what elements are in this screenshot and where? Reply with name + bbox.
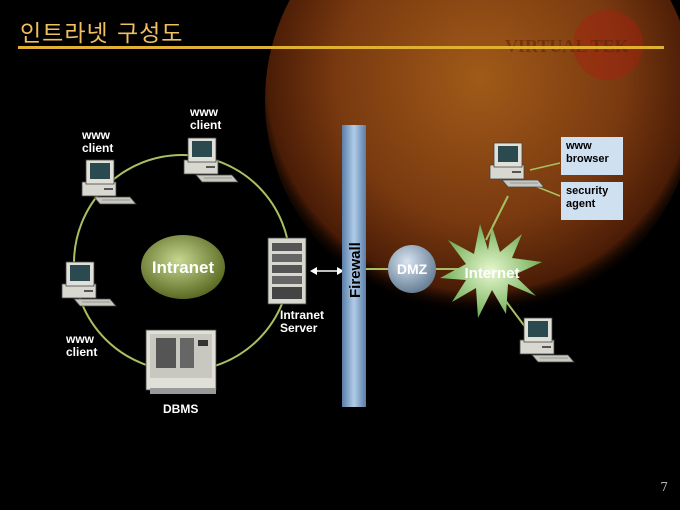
page-number: 7 [660,480,668,494]
internet-label: Internet [464,265,519,282]
arrow-left-icon [310,267,317,275]
arrow-right-icon [337,267,344,275]
intranet-node [141,235,225,299]
client-mid-pc-icon [61,261,117,307]
dbms-label: DBMS [163,402,199,416]
sun-background [265,0,680,315]
page-title: 인트라넷 구성도 [20,21,184,47]
client-left-pc-icon [81,159,137,205]
dmz-label: DMZ [397,261,428,277]
intranet-server-icon [267,237,307,305]
internet-burst-icon [440,224,542,318]
dmz-node [388,245,436,293]
firewall-bar [342,125,366,407]
intranet-label: Intranet [152,258,215,277]
pc-browser-box-link [529,162,561,171]
firewall-label: Firewall [347,242,364,298]
title-underline [18,46,664,49]
internet-pc-icon [519,317,575,363]
internet-browser-link [485,195,509,241]
client-top-pc-icon [183,137,239,183]
dbms-icon [145,329,217,394]
